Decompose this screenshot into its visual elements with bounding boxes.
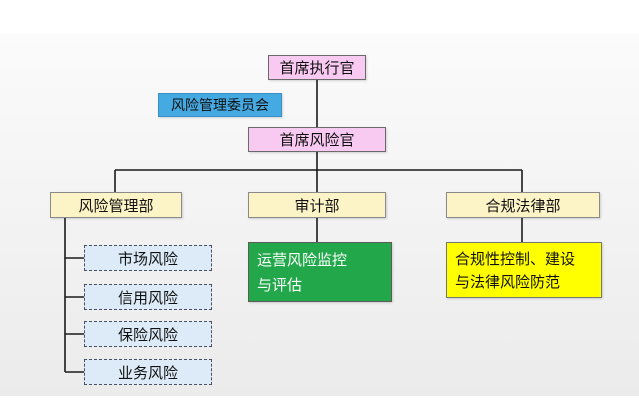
node-compliance-control: 合规性控制、建设 与法律风险防范 [446,242,602,298]
operational-risk-line-1: 运营风险监控 [257,251,348,269]
node-cro: 首席风险官 [248,127,386,152]
node-compliance-legal-dept: 合规法律部 [446,192,600,218]
node-credit-risk-label: 信用风险 [117,288,178,307]
node-business-risk: 业务风险 [84,359,212,385]
node-audit-dept: 审计部 [248,192,386,218]
node-risk-committee: 风险管理委员会 [158,93,282,117]
node-compliance-legal-dept-label: 合规法律部 [485,196,561,215]
node-risk-committee-label: 风险管理委员会 [171,98,269,114]
operational-risk-line-2: 与评估 [257,276,303,294]
compliance-control-line-2: 与法律风险防范 [455,273,561,291]
node-insurance-risk-label: 保险风险 [117,325,178,344]
node-market-risk: 市场风险 [84,245,212,271]
node-market-risk-label: 市场风险 [117,249,178,268]
node-operational-risk-monitoring: 运营风险监控 与评估 [248,242,392,302]
node-audit-dept-label: 审计部 [294,196,340,215]
node-ceo-label: 首席执行官 [279,59,355,77]
node-risk-management-dept: 风险管理部 [50,192,182,218]
node-ceo: 首席执行官 [268,55,366,80]
node-cro-label: 首席风险官 [279,131,355,149]
node-business-risk-label: 业务风险 [117,363,178,382]
node-insurance-risk: 保险风险 [84,321,212,347]
node-risk-management-dept-label: 风险管理部 [78,196,154,215]
node-credit-risk: 信用风险 [84,284,212,310]
compliance-control-line-1: 合规性控制、建设 [455,250,576,268]
